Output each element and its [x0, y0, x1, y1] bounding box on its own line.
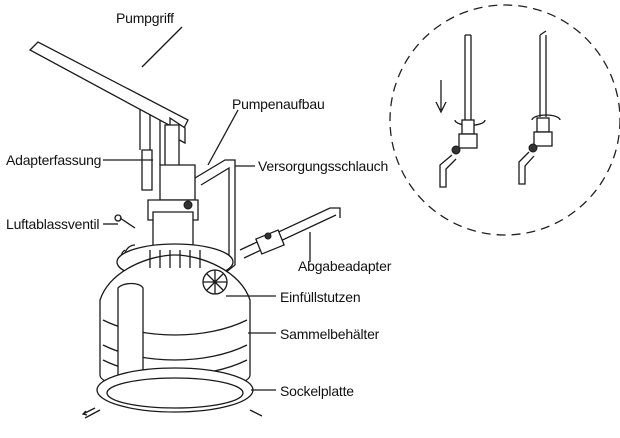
arrow-icon [81, 407, 96, 416]
label-pump-assembly: Pumpenaufbau [232, 96, 325, 112]
label-filler-neck: Einfüllstutzen [280, 289, 361, 305]
supply-hose [194, 159, 236, 274]
pump-handle [28, 41, 189, 165]
label-adapter-holder: Adapterfassung [6, 152, 102, 168]
valve-detail-inset [389, 4, 620, 236]
label-base-plate: Sockelplatte [280, 383, 354, 399]
dispensing-adapter [239, 207, 341, 259]
rotate-arrow-icon [531, 114, 561, 121]
label-collection-tank: Sammelbehälter [280, 326, 380, 342]
air-release-valve [114, 214, 136, 229]
label-air-release-valve: Luftablassventil [6, 216, 100, 232]
label-pump-handle: Pumpgriff [116, 10, 174, 26]
label-dispensing-adapter: Abgabeadapter [298, 258, 392, 274]
label-supply-hose: Versorgungsschlauch [258, 158, 389, 174]
leader-lines [103, 26, 311, 391]
collection-tank [81, 243, 263, 419]
arrow-down-icon [435, 80, 447, 114]
